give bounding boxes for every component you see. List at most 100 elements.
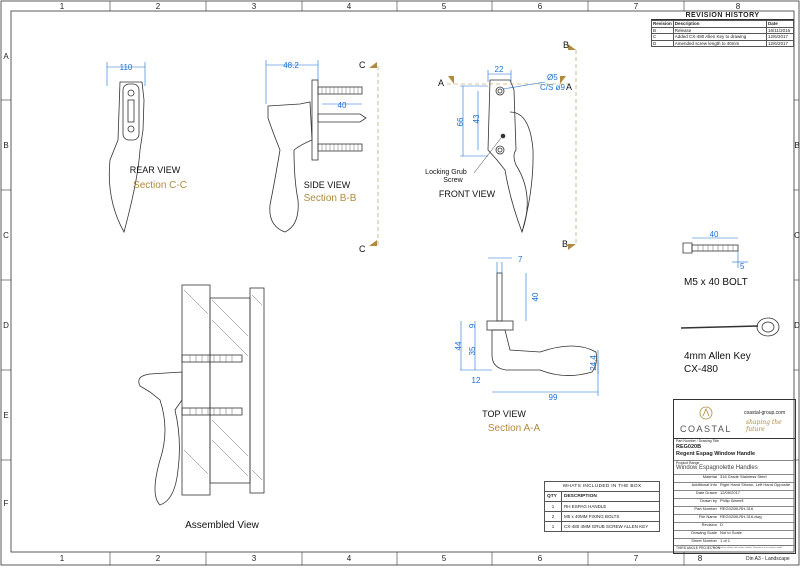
box-contents-title: WHATS INCLUDED IN THE BOX xyxy=(544,481,660,492)
top-handle-outline xyxy=(491,329,597,376)
side-dim-bolt: 40 xyxy=(338,101,347,110)
revision-cell: D xyxy=(651,39,674,47)
col-label-top: 3 xyxy=(252,2,257,11)
revision-cell: Amended screw length to 40mm xyxy=(672,39,768,47)
revision-cell: 16/11/2016 xyxy=(766,26,794,34)
col-label-bottom: 1 xyxy=(60,554,65,563)
rear-handle-outline xyxy=(108,81,145,234)
box-contents-title-row: WHATS INCLUDED IN THE BOX xyxy=(544,481,660,492)
field-value: REG020B-RH-316.dwg xyxy=(720,514,762,519)
field-value: D xyxy=(720,522,723,527)
top-spindle xyxy=(496,272,503,322)
section-arrow-c xyxy=(369,240,377,246)
section-arrow-b xyxy=(568,244,576,250)
top-view-title: TOP VIEW xyxy=(482,409,526,419)
brand-name: COASTAL xyxy=(680,424,732,434)
box-contents-table: WHATS INCLUDED IN THE BOX QTY DESCRIPTIO… xyxy=(544,481,660,532)
front-fixing-hole-inner xyxy=(497,147,503,153)
side-dim-overall: 48.2 xyxy=(283,61,299,70)
field-value: 316 Grade Stainless Steel xyxy=(720,474,767,479)
field-value: 1 of 1 xyxy=(720,538,731,543)
field-key: Sheet Number xyxy=(691,538,717,543)
field-value: Philip Warrell xyxy=(720,498,744,503)
disclaimer: This drawing and specification are the p… xyxy=(712,545,791,550)
callout-grub-screw-line1: Locking Grub xyxy=(425,169,467,176)
front-fixing-hole xyxy=(495,145,505,155)
section-arrow-c xyxy=(369,62,377,68)
side-view-title: SIDE VIEW xyxy=(304,180,351,190)
revision-history-title: REVISION HISTORY xyxy=(651,12,794,20)
product-range: Window Espagnolette Handles xyxy=(676,465,758,471)
table-row: 1 RH ESPAG HANDLE xyxy=(544,501,660,512)
field-value: Not to Scale xyxy=(720,530,742,535)
field-value: Right Hand Shown, Left Hand Opposite xyxy=(720,482,791,487)
field-key: Drawn by xyxy=(700,498,717,503)
top-dim-12: 12 xyxy=(472,376,481,385)
front-dim-top: 22 xyxy=(495,65,504,74)
section-marker-c: C xyxy=(359,60,366,70)
side-bolt-upper xyxy=(317,86,363,95)
rear-spindle-slot xyxy=(127,99,135,123)
assembled-bolt-threads xyxy=(189,355,233,415)
box-description-cell: RH ESPAG HANDLE xyxy=(561,501,660,512)
row-label-left: E xyxy=(3,411,8,420)
box-qty-cell: 2 xyxy=(544,511,562,522)
allen-key-title: 4mm Allen Key xyxy=(684,351,751,362)
row-labels: A B C D E F B C D xyxy=(3,52,800,508)
range-label: Product Range xyxy=(676,461,700,465)
front-dim-total: 66 xyxy=(456,117,465,126)
side-bolt-lower xyxy=(317,143,363,152)
field-value: 12/05/2017 xyxy=(720,490,741,495)
front-dim-hole: Ø5 xyxy=(547,73,558,82)
revision-header-cell: Revision xyxy=(651,20,674,28)
top-view-section: Section A-A xyxy=(488,423,541,434)
front-lever-outline xyxy=(509,111,534,233)
section-arrow-a xyxy=(560,76,566,84)
allen-key-view: 4mm Allen Key CX-480 xyxy=(680,317,780,375)
bolt-head xyxy=(682,242,693,254)
bolt-dim-length: 40 xyxy=(710,230,719,239)
assembled-hatching xyxy=(183,289,263,481)
front-fixing-hole-inner xyxy=(497,88,503,94)
front-dim-centres: 43 xyxy=(472,114,481,123)
field-key: Date Drawn xyxy=(695,490,717,495)
col-label-top: 2 xyxy=(156,2,161,11)
bolt-threads xyxy=(697,245,734,251)
side-view-section: Section B-B xyxy=(304,193,357,204)
front-view-title: FRONT VIEW xyxy=(439,189,496,199)
box-description-cell: M5 x 40MM FIXING BOLTS xyxy=(561,511,660,522)
top-view: 7 40 9 35 44 12 99 24.4 TOP VIEW Section… xyxy=(454,255,599,434)
row-label-right: D xyxy=(794,321,800,330)
row-label-left: C xyxy=(3,231,9,240)
brand-tagline: shaping the future xyxy=(746,419,782,433)
allen-key-shaft xyxy=(680,325,759,329)
sheet-size: Din A3 - Landscape xyxy=(746,556,790,562)
field-key: Part Number xyxy=(694,506,717,511)
box-qty-cell: 1 xyxy=(544,521,562,532)
part-label: Part Number / Drawing Title xyxy=(676,439,719,443)
field-key: Additional Info xyxy=(691,482,717,487)
title-block-brand: COASTAL coastal-group.com shaping the fu… xyxy=(674,400,795,439)
table-row: 2 M5 x 40MM FIXING BOLTS xyxy=(544,511,660,522)
bolt-shank xyxy=(691,244,739,252)
side-bolt-threads xyxy=(321,87,359,151)
top-rose xyxy=(486,320,514,331)
field-key: Material xyxy=(702,474,717,479)
row-label-right: B xyxy=(794,141,799,150)
section-marker-a: A xyxy=(566,82,572,92)
section-marker-c: C xyxy=(359,244,366,254)
box-qty-cell: 1 xyxy=(544,501,562,512)
front-handle-outline xyxy=(487,79,528,234)
field-key: Drawing Scale xyxy=(691,530,717,535)
rear-fixing-hole xyxy=(127,125,135,133)
table-row: 1 CX-480 4MM GRUB SCREW ALLEN KEY xyxy=(544,521,660,532)
col-label-top: 1 xyxy=(60,2,65,11)
row-label-left: D xyxy=(3,321,9,330)
title-block-range: Product Range Window Espagnolette Handle… xyxy=(674,460,795,475)
